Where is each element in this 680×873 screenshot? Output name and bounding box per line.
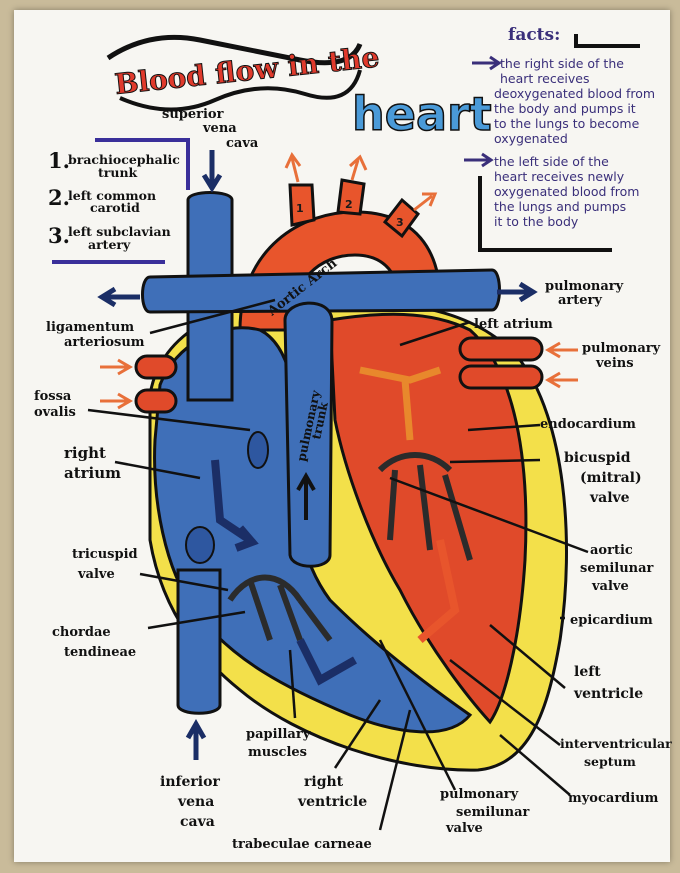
- label-pulm-sl-1: semilunar: [456, 805, 530, 820]
- fact2-line-1: heart receives newly: [494, 169, 625, 184]
- left-ventricle-flow-arrow-icon: [417, 539, 460, 644]
- fact1-line-0: the right side of the: [500, 56, 624, 71]
- label-ivs-0: interventricular: [560, 736, 672, 751]
- label-ligamentum-0: ligamentum: [46, 320, 134, 335]
- label-right-atrium-1: atrium: [64, 464, 121, 482]
- ivc-in-arrow-icon: [185, 718, 207, 760]
- pulmonary-trunk-shape: [283, 301, 334, 568]
- label-tricuspid-0: tricuspid: [72, 547, 138, 562]
- title-line2: heart: [352, 87, 492, 141]
- branch2-number: 2.: [48, 185, 70, 210]
- pulmonary-right-arrow-icon: [497, 281, 538, 303]
- label-left-atrium: left atrium: [474, 317, 553, 332]
- pv-left2-arrow-icon: [100, 392, 133, 410]
- label-svc-2: cava: [226, 136, 259, 151]
- branch1-number: 1.: [48, 148, 70, 173]
- right-atrium-flow-arrow-icon: [211, 459, 259, 552]
- fact1-arrow-icon: [472, 55, 502, 71]
- label-right-ventricle-0: right: [304, 774, 344, 790]
- label-epicardium: epicardium: [570, 613, 653, 628]
- pv-right2-arrow-icon: [545, 371, 578, 389]
- branch2-out-arrow-icon: [348, 154, 368, 181]
- branch-marker-3: 3: [396, 216, 404, 229]
- fact2-line-4: it to the body: [494, 214, 579, 229]
- branch1-out-arrow-icon: [284, 152, 302, 183]
- label-chordae-0: chordae: [52, 625, 111, 640]
- fact1-line-3: the body and pumps it: [494, 101, 636, 116]
- label-ivs-1: septum: [584, 754, 636, 769]
- label-tricuspid-1: valve: [77, 567, 115, 582]
- fact2-line-0: the left side of the: [494, 154, 609, 169]
- trunk-flow-arrow-icon: [296, 471, 316, 520]
- fact2-line-2: oxygenated blood from: [494, 184, 639, 199]
- left-atrium-flow-arrow-icon: [359, 366, 442, 441]
- title-group: Blood flow in the heart: [106, 34, 492, 142]
- fact2-arrow-icon: [464, 152, 494, 168]
- label-bicuspid-0: bicuspid: [564, 450, 631, 466]
- pulmonary-left-arrow-icon: [97, 286, 140, 308]
- branch-marker-2: 2: [345, 198, 353, 211]
- label-ivc-0: inferior: [160, 774, 220, 790]
- label-right-atrium-0: right: [64, 444, 106, 462]
- fact1-line-2: deoxygenated blood from: [494, 86, 655, 101]
- label-pulm-sl-0: pulmonary: [440, 787, 519, 802]
- label-chordae-1: tendineae: [64, 645, 136, 660]
- label-ivc-2: cava: [180, 814, 215, 830]
- label-aortic-sl-2: valve: [591, 579, 629, 594]
- external-arrows: [97, 150, 578, 760]
- right-ventricle-flow-arrow-icon: [296, 638, 357, 686]
- label-aortic-sl-0: aortic: [590, 543, 633, 558]
- branch-marker-1: 1: [296, 202, 304, 215]
- label-ivc-1: vena: [177, 794, 214, 810]
- label-endocardium: endocardium: [540, 417, 636, 432]
- label-svc-0: superior: [162, 107, 224, 122]
- leader-lines: [87, 298, 589, 831]
- pulmonary-artery-shape: [141, 268, 501, 314]
- label-svc-1: vena: [202, 121, 237, 136]
- svc-in-arrow-icon: [201, 150, 223, 193]
- label-pulm-veins-0: pulmonary: [582, 341, 661, 356]
- label-fossa-1: ovalis: [34, 405, 76, 420]
- fact1-line-5: oxygenated: [494, 131, 568, 146]
- fact1-line-4: to the lungs to become: [494, 116, 640, 131]
- label-fossa-0: fossa: [34, 389, 72, 404]
- inferior-vena-cava-shape: [176, 568, 222, 715]
- label-papillary-0: papillary: [246, 727, 311, 742]
- facts-panel: facts: the right side of the heart recei…: [464, 25, 655, 252]
- label-pulm-artery-0: pulmonary: [545, 279, 624, 294]
- pv-left1-arrow-icon: [100, 358, 133, 376]
- fact2-line-3: the lungs and pumps: [494, 199, 626, 214]
- facts-heading: facts:: [508, 25, 560, 45]
- label-papillary-1: muscles: [248, 745, 307, 760]
- heart: 1 2 3 Aortic Arch pulmonary trunk: [134, 178, 568, 772]
- fact1-line-1: heart receives: [500, 71, 589, 86]
- label-ligamentum-1: arteriosum: [64, 335, 145, 350]
- branch3-out-arrow-icon: [413, 192, 438, 212]
- branch1-line-0: brachiocephalic: [68, 152, 180, 167]
- label-bicuspid-1: (mitral): [580, 470, 642, 486]
- pv-right1-arrow-icon: [545, 341, 578, 359]
- label-aortic-sl-1: semilunar: [580, 561, 654, 576]
- label-pulm-artery-1: artery: [558, 293, 602, 308]
- label-pulm-sl-2: valve: [445, 821, 483, 836]
- aortic-branch-list: 1. brachiocephalic trunk 2. left common …: [48, 138, 190, 264]
- branch1-line-1: trunk: [98, 165, 138, 180]
- branch2-line-0: left common: [68, 188, 156, 203]
- branch3-number: 3.: [48, 223, 70, 248]
- branch2-line-1: carotid: [90, 200, 140, 215]
- labels: superior vena cava pulmonary artery liga…: [34, 107, 672, 852]
- label-left-ventricle-0: left: [574, 664, 601, 680]
- label-bicuspid-2: valve: [589, 490, 630, 506]
- branch3-line-1: artery: [88, 237, 131, 252]
- branch3-line-0: left subclavian: [68, 224, 171, 239]
- label-right-ventricle-1: ventricle: [297, 794, 367, 810]
- label-myocardium: myocardium: [568, 791, 659, 806]
- label-trabeculae: trabeculae carneae: [232, 837, 372, 852]
- label-left-ventricle-1: ventricle: [573, 686, 643, 702]
- label-pulm-veins-1: veins: [595, 356, 634, 371]
